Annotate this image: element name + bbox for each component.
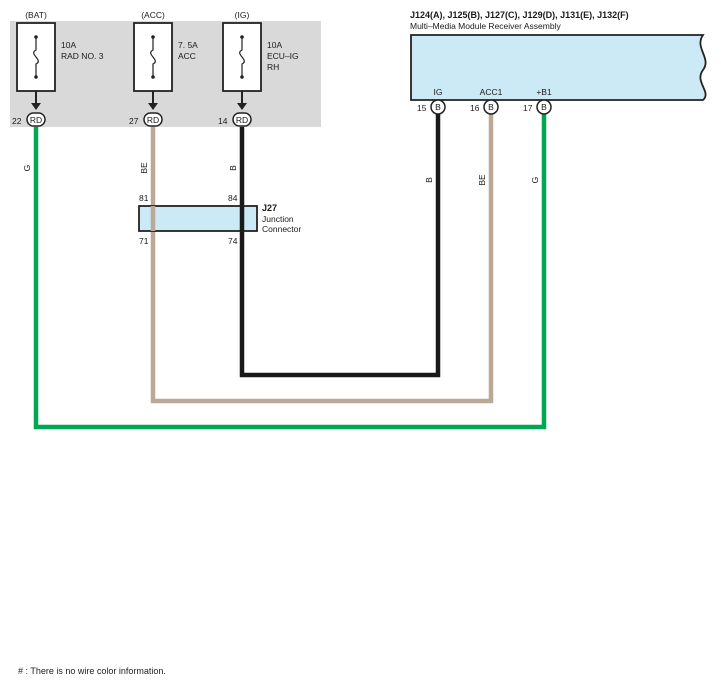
- wire-label-bat: G: [22, 165, 32, 172]
- terminal-label: ACC1: [480, 87, 503, 97]
- pin-badge: [536, 99, 552, 115]
- pin-badge: [430, 99, 446, 115]
- junction-pin-top: 81: [139, 193, 149, 203]
- receiver-connector-ids: J124(A), J125(B), J127(C), J129(D), J131…: [410, 10, 629, 20]
- junction-pin-top: 84: [228, 193, 238, 203]
- pin-color-code: RD: [30, 115, 42, 125]
- wire-label-ig: B: [228, 165, 238, 171]
- receiver-name: Multi–Media Module Receiver Assembly: [410, 21, 561, 31]
- fuse-ecu-ig-rh: (IG) 10A ECU–IG RH 14 RD: [218, 10, 299, 127]
- pin-badge: [143, 112, 163, 127]
- fuse-icon: [150, 38, 156, 76]
- fuse-acc: (ACC) 7. 5A ACC 27 RD: [129, 10, 198, 127]
- pin-color-code: RD: [147, 115, 159, 125]
- terminal-label: IG: [434, 87, 443, 97]
- fuse-source-label: (BAT): [25, 10, 47, 20]
- fuse-name: ACC: [178, 51, 196, 61]
- fuse-terminal-dot: [240, 75, 244, 79]
- fuse-rating: 10A: [61, 40, 76, 50]
- fuse-rating: 7. 5A: [178, 40, 198, 50]
- terminal-label: +B1: [536, 87, 552, 97]
- fuse-name: ECU–IG: [267, 51, 299, 61]
- fuse-terminal-dot: [151, 75, 155, 79]
- pin-color-code: B: [541, 102, 547, 112]
- junction-name: Junction: [262, 214, 294, 224]
- fuse-icon: [33, 38, 39, 76]
- wire-label-receiver-acc: BE: [477, 174, 487, 186]
- pin-badge: [483, 99, 499, 115]
- pin-number: 16: [470, 103, 480, 113]
- junction-pin-bottom: 71: [139, 236, 149, 246]
- connector-arrow-icon: [148, 103, 158, 110]
- fuse-source-label: (ACC): [141, 10, 165, 20]
- pin-badge: [232, 112, 252, 127]
- fuse-terminal-dot: [151, 35, 155, 39]
- pin-color-code: B: [435, 102, 441, 112]
- connector-arrow-icon: [237, 103, 247, 110]
- fuse-terminal-dot: [34, 35, 38, 39]
- pin-number: 17: [523, 103, 533, 113]
- junction-body: [138, 205, 258, 232]
- wire-label-receiver-ig: B: [424, 177, 434, 183]
- fuse-terminal-dot: [240, 35, 244, 39]
- fuse-name-line2: RH: [267, 62, 279, 72]
- wire-label-receiver-bat: G: [530, 177, 540, 184]
- pin-number: 22: [12, 116, 22, 126]
- pin-color-code: B: [488, 102, 494, 112]
- pin-badge: [26, 112, 46, 127]
- receiver-body: [410, 34, 707, 101]
- connector-arrow-icon: [31, 103, 41, 110]
- fuse-rad-no3: (BAT) 10A RAD NO. 3 22 RD: [12, 10, 104, 127]
- fuse-rating: 10A: [267, 40, 282, 50]
- fuse-source-label: (IG): [235, 10, 250, 20]
- footnote: # : There is no wire color information.: [18, 666, 166, 676]
- junction-pin-bottom: 74: [228, 236, 238, 246]
- fuse-name: RAD NO. 3: [61, 51, 104, 61]
- fuse-terminal-dot: [34, 75, 38, 79]
- junction-name-line2: Connector: [262, 224, 301, 234]
- wire-label-acc: BE: [139, 162, 149, 174]
- fuse-icon: [239, 38, 245, 76]
- wire-bat-green: [33, 114, 547, 430]
- pin-number: 27: [129, 116, 139, 126]
- multi-media-module-receiver: J124(A), J125(B), J127(C), J129(D), J131…: [410, 10, 707, 115]
- wire-ig-black-lower: [239, 114, 441, 378]
- junction-connector-j27: 81 84 71 74 J27 Junction Connector: [138, 193, 301, 246]
- pin-color-code: RD: [236, 115, 248, 125]
- pin-number: 15: [417, 103, 427, 113]
- junction-id: J27: [262, 203, 277, 213]
- wire-acc-beige-lower: [150, 114, 494, 404]
- pin-number: 14: [218, 116, 228, 126]
